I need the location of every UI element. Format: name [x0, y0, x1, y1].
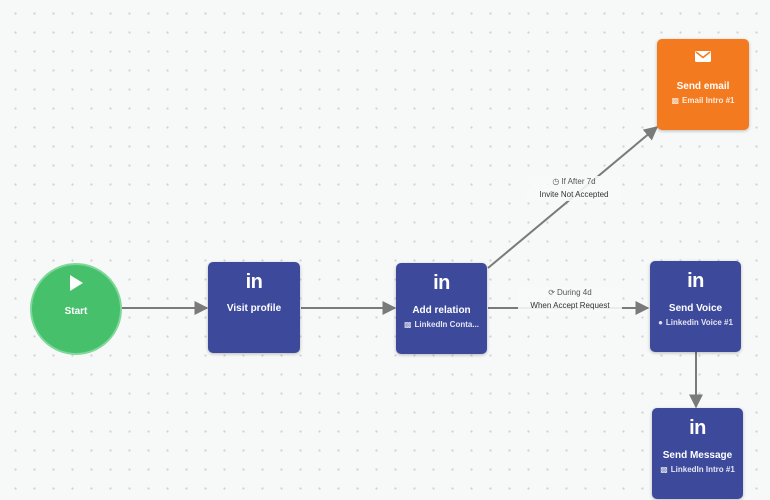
linkedin-icon: in	[433, 272, 450, 294]
send-email-node[interactable]: Send email ▩Email Intro #1	[657, 39, 749, 130]
visit-profile-title: Visit profile	[226, 303, 282, 314]
linkedin-icon: in	[245, 271, 263, 293]
edge-condition-not-accepted-text: If After 7d	[561, 177, 596, 186]
edge-condition-not-accepted: ◷If After 7d	[529, 177, 619, 187]
edge-condition-accepted-text: During 4d	[557, 288, 592, 297]
edge-label-not-accepted[interactable]: ◷If After 7d Invite Not Accepted	[527, 176, 621, 201]
send-voice-subtitle: ●Linkedin Voice #1	[654, 318, 737, 328]
microphone-icon: ●	[658, 318, 663, 327]
send-message-subtitle: ▩LinkedIn Intro #1	[656, 465, 739, 475]
start-node-title: Start	[64, 306, 88, 317]
send-message-title: Send Message	[662, 450, 733, 461]
play-icon	[70, 275, 83, 291]
add-relation-node[interactable]: in Add relation ▩LinkedIn Conta...	[396, 263, 487, 354]
send-email-subtitle: ▩Email Intro #1	[661, 96, 745, 106]
send-email-title: Send email	[676, 81, 730, 92]
edge-condition-accepted: ⟳During 4d	[520, 288, 620, 298]
edge-label-accepted-text: When Accept Request	[530, 301, 610, 310]
send-message-subtitle-text: LinkedIn Intro #1	[670, 465, 735, 474]
add-relation-subtitle-text: LinkedIn Conta...	[414, 320, 479, 329]
send-voice-title: Send Voice	[668, 303, 723, 314]
edge-label-not-accepted-text: Invite Not Accepted	[539, 190, 609, 199]
send-voice-subtitle-text: Linkedin Voice #1	[665, 318, 733, 327]
visit-profile-node[interactable]: in Visit profile	[208, 262, 300, 353]
refresh-icon: ⟳	[548, 288, 555, 297]
chat-bubble-icon: ▩	[660, 465, 668, 474]
chat-bubble-icon: ▩	[403, 320, 412, 329]
send-message-node[interactable]: in Send Message ▩LinkedIn Intro #1	[652, 408, 743, 499]
start-node[interactable]: Start	[30, 263, 122, 355]
clock-icon: ◷	[552, 177, 560, 186]
linkedin-icon: in	[689, 417, 706, 439]
chat-bubble-icon: ▩	[671, 96, 680, 105]
send-voice-node[interactable]: in Send Voice ●Linkedin Voice #1	[650, 261, 741, 352]
add-relation-subtitle: ▩LinkedIn Conta...	[400, 320, 483, 330]
add-relation-title: Add relation	[412, 305, 471, 316]
envelope-icon	[695, 51, 711, 62]
send-email-subtitle-text: Email Intro #1	[682, 96, 735, 105]
linkedin-icon: in	[687, 270, 704, 292]
edge-label-accepted[interactable]: ⟳During 4d When Accept Request	[518, 287, 622, 312]
